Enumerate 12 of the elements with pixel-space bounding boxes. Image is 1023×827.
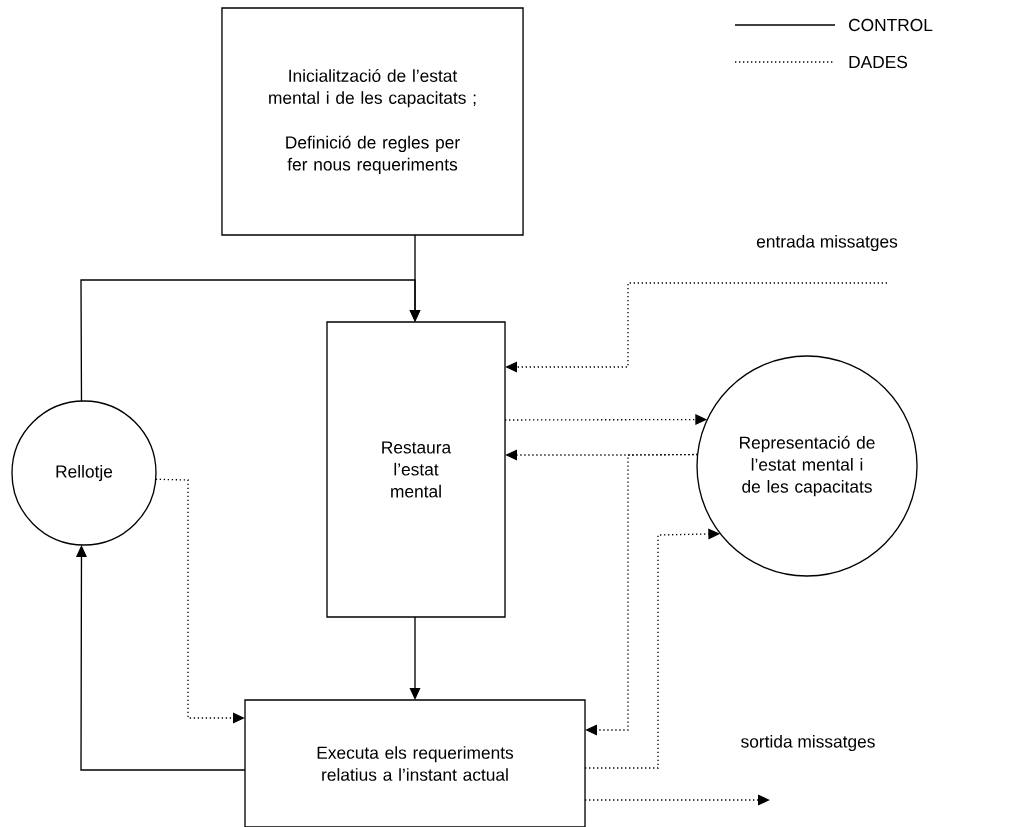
arrow <box>80 279 421 402</box>
process-box: Executa els requeriments relatius a l’instant actual <box>244 699 586 827</box>
port-label: sortida missatges <box>741 734 875 752</box>
process-box: Inicialització de l’estat mental i de les capacitats ; Definició de regles per fer nous requeriments <box>221 7 524 236</box>
arrow <box>409 616 421 700</box>
arrow <box>75 545 246 771</box>
arrow <box>584 794 770 806</box>
arrow <box>155 478 245 724</box>
port-label: entrada missatges <box>756 234 898 252</box>
process-box: Restaura l’estat mental <box>326 321 506 618</box>
legend-text: CONTROL <box>849 18 933 32</box>
legend-text: DADES <box>849 55 908 69</box>
